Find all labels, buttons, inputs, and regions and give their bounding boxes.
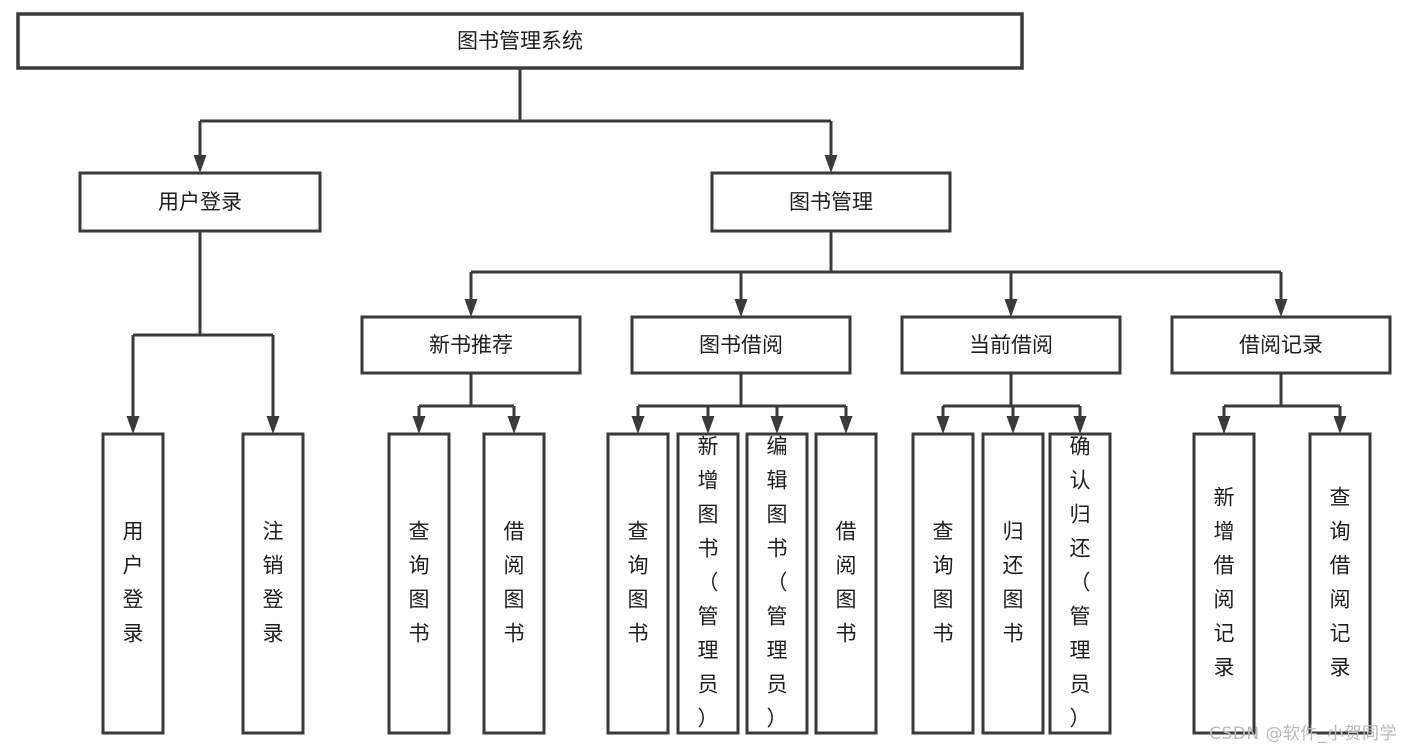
arrow-icon-leaf-edit-book-admin	[770, 416, 784, 434]
leaf-node-leaf-query-book-borrow[interactable]: 查询图书	[606, 432, 670, 735]
arrow-icon-current-borrow	[1004, 299, 1018, 317]
node-box-leaf-return-book[interactable]	[981, 432, 1045, 735]
node-label-leaf-return-book: 归还图书	[1003, 520, 1024, 646]
leaf-node-leaf-user-login[interactable]: 用户登录	[101, 432, 165, 735]
node-box-borrow-record[interactable]	[1170, 315, 1392, 375]
node-box-leaf-edit-book-admin[interactable]	[745, 432, 809, 735]
connector-group-current-borrow	[936, 373, 1087, 434]
node-box-leaf-add-book-admin[interactable]	[676, 432, 740, 735]
arrow-icon-leaf-borrow-book-recommend	[507, 416, 521, 434]
node-label-new-book-recommend: 新书推荐	[429, 333, 513, 357]
node-box-leaf-add-borrow-record[interactable]	[1192, 432, 1256, 735]
arrow-icon-new-book-recommend	[464, 299, 478, 317]
node-label-leaf-query-borrow-record: 查询借阅记录	[1330, 486, 1351, 680]
node-box-leaf-query-book-borrow[interactable]	[606, 432, 670, 735]
branch-node-book-borrow[interactable]: 图书借阅	[630, 315, 852, 375]
arrow-icon-leaf-add-book-admin	[701, 416, 715, 434]
arrow-icon-user-login	[193, 155, 207, 173]
node-box-current-borrow[interactable]	[900, 315, 1122, 375]
node-label-leaf-edit-book-admin: 编辑图书（管理员）	[767, 435, 788, 731]
node-label-leaf-query-book-current: 查询图书	[933, 520, 954, 646]
arrow-icon-leaf-query-book-borrow	[631, 416, 645, 434]
node-box-leaf-confirm-return-admin[interactable]	[1048, 432, 1112, 735]
leaf-node-leaf-user-logout[interactable]: 注销登录	[241, 432, 305, 735]
arrow-icon-book-borrow	[734, 299, 748, 317]
leaf-node-leaf-return-book[interactable]: 归还图书	[981, 432, 1045, 735]
node-box-leaf-user-login[interactable]	[101, 432, 165, 735]
leaf-node-leaf-add-borrow-record[interactable]: 新增借阅记录	[1192, 432, 1256, 735]
node-label-leaf-add-book-admin: 新增图书（管理员）	[698, 435, 719, 731]
node-box-leaf-borrow-book-recommend[interactable]	[482, 432, 546, 735]
arrow-icon-leaf-query-book-recommend	[412, 416, 426, 434]
leaf-node-leaf-confirm-return-admin[interactable]: 确认归还（管理员）	[1048, 432, 1112, 735]
node-box-leaf-query-borrow-record[interactable]	[1308, 432, 1372, 735]
node-box-leaf-user-logout[interactable]	[241, 432, 305, 735]
arrow-icon-leaf-user-login	[126, 416, 140, 434]
arrow-icon-book-management	[824, 155, 838, 173]
connector-layer	[126, 68, 1347, 434]
node-label-borrow-record: 借阅记录	[1239, 333, 1323, 357]
node-label-book-borrow: 图书借阅	[699, 333, 783, 357]
node-box-leaf-query-book-recommend[interactable]	[387, 432, 451, 735]
node-label-leaf-borrow-book: 借阅图书	[836, 520, 857, 646]
node-label-current-borrow: 当前借阅	[969, 333, 1053, 357]
node-box-user-login[interactable]	[78, 171, 322, 233]
branch-node-book-management[interactable]: 图书管理	[710, 171, 952, 233]
arrow-icon-leaf-borrow-book	[839, 416, 853, 434]
node-box-new-book-recommend[interactable]	[360, 315, 582, 375]
node-box-leaf-borrow-book[interactable]	[814, 432, 878, 735]
root-node-root[interactable]: 图书管理系统	[16, 12, 1024, 70]
node-box-root[interactable]	[16, 12, 1024, 70]
arrow-icon-borrow-record	[1274, 299, 1288, 317]
connector-group-new-book-recommend	[412, 373, 521, 434]
node-label-leaf-query-book-recommend: 查询图书	[409, 520, 430, 646]
arrow-icon-leaf-query-borrow-record	[1333, 416, 1347, 434]
branch-node-new-book-recommend[interactable]: 新书推荐	[360, 315, 582, 375]
arrow-icon-leaf-add-borrow-record	[1217, 416, 1231, 434]
connector-group-root	[193, 68, 838, 173]
node-label-leaf-borrow-book-recommend: 借阅图书	[504, 520, 525, 646]
node-label-user-login: 用户登录	[158, 190, 242, 214]
branch-node-user-login[interactable]: 用户登录	[78, 171, 322, 233]
leaf-node-leaf-add-book-admin[interactable]: 新增图书（管理员）	[676, 432, 740, 735]
node-label-leaf-user-login: 用户登录	[123, 520, 144, 646]
arrow-icon-leaf-user-logout	[266, 416, 280, 434]
node-label-leaf-query-book-borrow: 查询图书	[628, 520, 649, 646]
arrow-icon-leaf-confirm-return-admin	[1073, 416, 1087, 434]
leaf-node-leaf-edit-book-admin[interactable]: 编辑图书（管理员）	[745, 432, 809, 735]
node-label-root: 图书管理系统	[457, 29, 583, 53]
leaf-node-leaf-query-borrow-record[interactable]: 查询借阅记录	[1308, 432, 1372, 735]
connector-group-book-borrow	[631, 373, 853, 434]
node-layer: 图书管理系统用户登录图书管理新书推荐图书借阅当前借阅借阅记录用户登录注销登录查询…	[16, 12, 1392, 735]
node-label-leaf-user-logout: 注销登录	[263, 520, 284, 646]
arrow-icon-leaf-return-book	[1006, 416, 1020, 434]
leaf-node-leaf-borrow-book[interactable]: 借阅图书	[814, 432, 878, 735]
node-box-book-borrow[interactable]	[630, 315, 852, 375]
connector-group-borrow-record	[1217, 373, 1347, 434]
node-box-book-management[interactable]	[710, 171, 952, 233]
connector-group-user-login	[126, 231, 280, 434]
node-label-leaf-add-borrow-record: 新增借阅记录	[1214, 486, 1235, 680]
node-box-leaf-query-book-current[interactable]	[911, 432, 975, 735]
csdn-watermark: CSDN @软件_小贺同学	[1209, 724, 1397, 744]
node-label-book-management: 图书管理	[789, 190, 873, 214]
branch-node-borrow-record[interactable]: 借阅记录	[1170, 315, 1392, 375]
connector-group-book-management	[464, 231, 1288, 317]
leaf-node-leaf-query-book-current[interactable]: 查询图书	[911, 432, 975, 735]
leaf-node-leaf-query-book-recommend[interactable]: 查询图书	[387, 432, 451, 735]
arrow-icon-leaf-query-book-current	[936, 416, 950, 434]
branch-node-current-borrow[interactable]: 当前借阅	[900, 315, 1122, 375]
node-label-leaf-confirm-return-admin: 确认归还（管理员）	[1070, 435, 1091, 731]
leaf-node-leaf-borrow-book-recommend[interactable]: 借阅图书	[482, 432, 546, 735]
